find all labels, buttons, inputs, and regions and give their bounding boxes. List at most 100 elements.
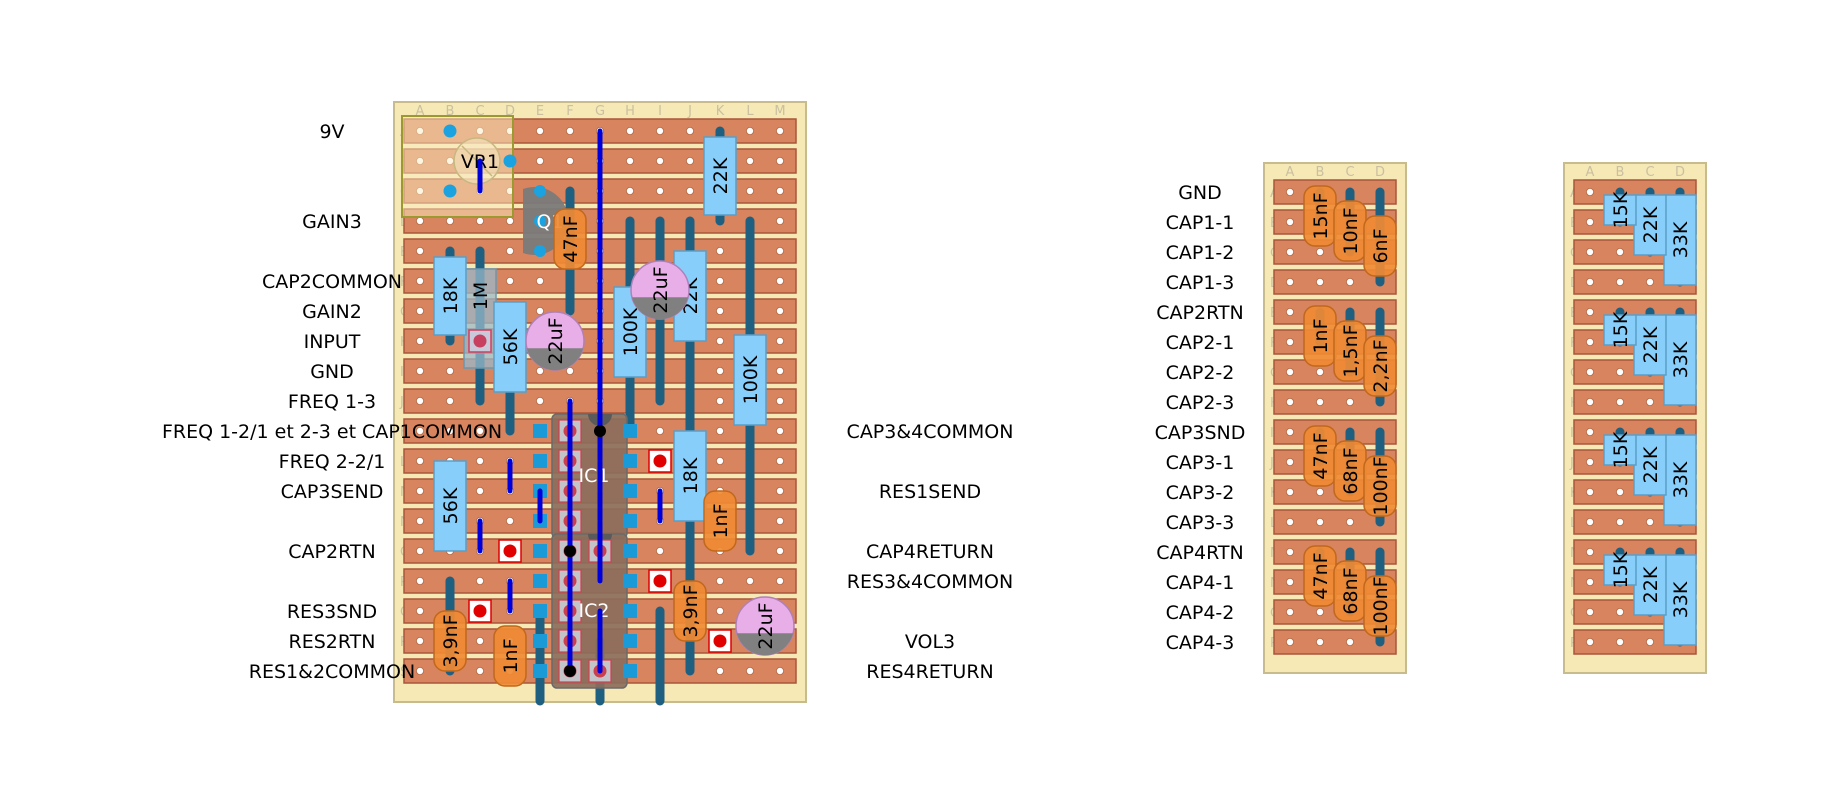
strip-hole xyxy=(716,607,725,616)
strip-hole xyxy=(686,156,695,165)
pin-label-left: CAP4-2 xyxy=(1166,602,1235,624)
strip-hole xyxy=(445,396,454,405)
capacitor-body xyxy=(1363,455,1397,517)
resistor-value: 15K xyxy=(1610,551,1632,588)
strip-hole xyxy=(746,186,755,195)
strip-hole xyxy=(1586,608,1595,617)
film-capacitor: 3,9nF xyxy=(433,610,467,672)
column-label: B xyxy=(1316,165,1325,180)
strip-hole xyxy=(1646,397,1655,406)
ic-pin xyxy=(623,634,637,648)
column-label: D xyxy=(1675,165,1685,180)
strip-hole xyxy=(536,306,545,315)
pin-label-left: FREQ 1-2/1 et 2-3 et CAP1COMMON xyxy=(162,421,502,443)
strip-hole xyxy=(746,577,755,586)
block-label: 1M xyxy=(470,282,492,310)
resistor-value: 100K xyxy=(740,355,762,404)
film-capacitor: 68nF xyxy=(1333,560,1367,622)
resistor-value: 100K xyxy=(620,307,642,356)
trimmer-pin xyxy=(503,154,517,168)
strip-hole xyxy=(475,426,484,435)
strip-hole xyxy=(656,426,665,435)
resistor-value: 56K xyxy=(440,487,462,524)
track-cut-marker xyxy=(708,629,732,653)
strip-hole xyxy=(716,456,725,465)
strip-hole xyxy=(415,607,424,616)
strip-hole xyxy=(716,396,725,405)
track-cut-dot xyxy=(503,544,517,558)
capacitor-value: 3,9nF xyxy=(680,584,702,637)
strip-hole xyxy=(1346,277,1355,286)
resistor-stripboard: ABCDABCDEFGHIJKLMNOP33K22K15K33K22K15K33… xyxy=(1563,162,1707,674)
capacitor-value: 2,2nF xyxy=(1370,339,1392,392)
resistor-body xyxy=(1663,194,1697,286)
resistor-body xyxy=(1603,194,1637,226)
strip-hole xyxy=(1586,457,1595,466)
strip-hole xyxy=(776,306,785,315)
capacitor-value: 22uF xyxy=(545,317,567,364)
track-cut-marker xyxy=(648,569,672,593)
capacitor-value: 68nF xyxy=(1340,567,1362,614)
resistor-value: 33K xyxy=(1670,341,1692,378)
resistor-body xyxy=(1603,554,1637,586)
capacitor-value: 1nF xyxy=(1310,318,1332,353)
resistor: 100K xyxy=(733,334,767,426)
strip-hole xyxy=(445,426,454,435)
strip-hole xyxy=(1586,578,1595,587)
strip-hole xyxy=(1286,578,1295,587)
film-capacitor: 6nF xyxy=(1363,215,1397,277)
strip-hole xyxy=(686,186,695,195)
strip-hole xyxy=(536,396,545,405)
strip-hole xyxy=(776,486,785,495)
resistor: 22K xyxy=(1633,314,1667,376)
capacitor-body xyxy=(553,208,587,270)
strip-hole xyxy=(415,486,424,495)
pin-label-left: CAP1-2 xyxy=(1166,242,1235,264)
strip-hole xyxy=(1316,247,1325,256)
strip-hole xyxy=(475,577,484,586)
resistor-value: 33K xyxy=(1670,221,1692,258)
strip-hole xyxy=(776,216,785,225)
capacitor-body xyxy=(433,610,467,672)
strip-hole xyxy=(1586,638,1595,647)
ic-pin xyxy=(533,544,547,558)
capacitor-value: 1,5nF xyxy=(1340,324,1362,377)
wire-junction xyxy=(564,545,576,557)
column-label: G xyxy=(595,104,605,119)
strip-hole xyxy=(656,127,665,136)
ic-pin xyxy=(623,454,637,468)
strip-hole xyxy=(505,517,514,526)
strip-hole xyxy=(1586,187,1595,196)
strip-hole xyxy=(415,336,424,345)
pin-label-left: INPUT xyxy=(304,331,361,353)
pin-label-left: FREQ 1-3 xyxy=(288,391,376,413)
capacitor-value: 47nF xyxy=(1310,552,1332,599)
resistor-value: 15K xyxy=(1610,191,1632,228)
trimmer-pin xyxy=(443,124,457,138)
ic-pin xyxy=(623,514,637,528)
column-label: C xyxy=(475,104,484,119)
pin-label-left: 9V xyxy=(319,121,344,143)
column-label: L xyxy=(746,104,754,119)
resistor-value: 15K xyxy=(1610,431,1632,468)
resistor: 22K xyxy=(1633,434,1667,496)
strip-hole xyxy=(776,246,785,255)
track-cut-marker xyxy=(468,599,492,623)
capacitor-body xyxy=(1363,215,1397,277)
pin-label-left: CAP4-1 xyxy=(1166,572,1235,594)
transistor-pin xyxy=(534,185,546,197)
resistor-value: 22K xyxy=(1640,566,1662,603)
resistor: 18K xyxy=(673,430,707,522)
track-cut-marker xyxy=(498,539,522,563)
strip-hole xyxy=(415,456,424,465)
capacitor-polarity-band xyxy=(631,297,689,320)
strip-hole xyxy=(716,366,725,375)
resistor-body xyxy=(433,460,467,552)
strip-hole xyxy=(1586,548,1595,557)
strip-hole xyxy=(1586,277,1595,286)
wire-junction xyxy=(594,425,606,437)
pin-label-left: CAP2-2 xyxy=(1166,362,1235,384)
strip-hole xyxy=(776,577,785,586)
pin-label-left: CAP1-3 xyxy=(1166,272,1235,294)
strip-hole xyxy=(776,517,785,526)
